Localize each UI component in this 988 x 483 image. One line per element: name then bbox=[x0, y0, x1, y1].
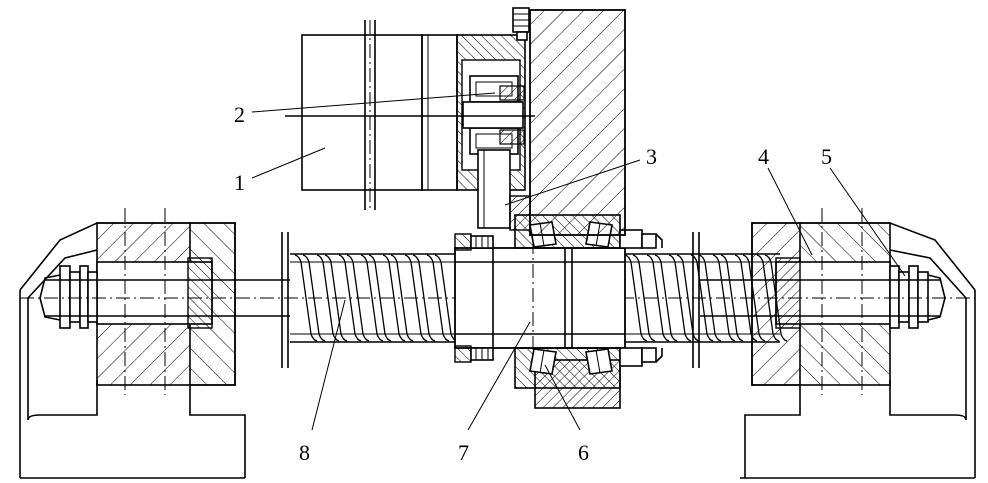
machine-frame bbox=[512, 7, 626, 236]
leader-lines bbox=[251, 92, 906, 431]
callout-8: 8 bbox=[299, 440, 310, 465]
right-bearing-block bbox=[751, 208, 891, 395]
left-bearing-block bbox=[96, 208, 236, 395]
pinion-shaft bbox=[477, 149, 531, 231]
motor-body bbox=[301, 20, 458, 210]
callout-7: 7 bbox=[458, 440, 469, 465]
callout-6: 6 bbox=[578, 440, 589, 465]
callout-5: 5 bbox=[821, 144, 832, 169]
left-locknut bbox=[39, 265, 98, 329]
callout-2: 2 bbox=[234, 102, 245, 127]
callout-4: 4 bbox=[758, 144, 769, 169]
nut-flange-bolts bbox=[454, 233, 494, 363]
ball-nut bbox=[454, 240, 626, 356]
right-locknut bbox=[889, 265, 946, 329]
screw-shaft bbox=[45, 232, 940, 368]
callout-3: 3 bbox=[646, 144, 657, 169]
callout-1: 1 bbox=[234, 170, 245, 195]
